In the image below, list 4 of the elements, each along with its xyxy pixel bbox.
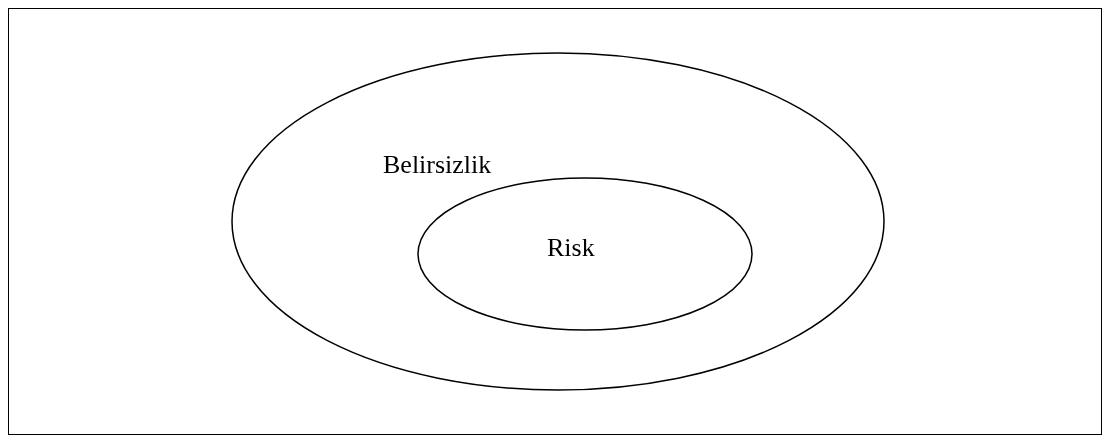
ellipse-label: Belirsizlik <box>383 152 492 178</box>
outer-ellipse <box>231 52 885 391</box>
ellipse-label: Risk <box>547 235 595 261</box>
inner-ellipse <box>417 177 753 331</box>
